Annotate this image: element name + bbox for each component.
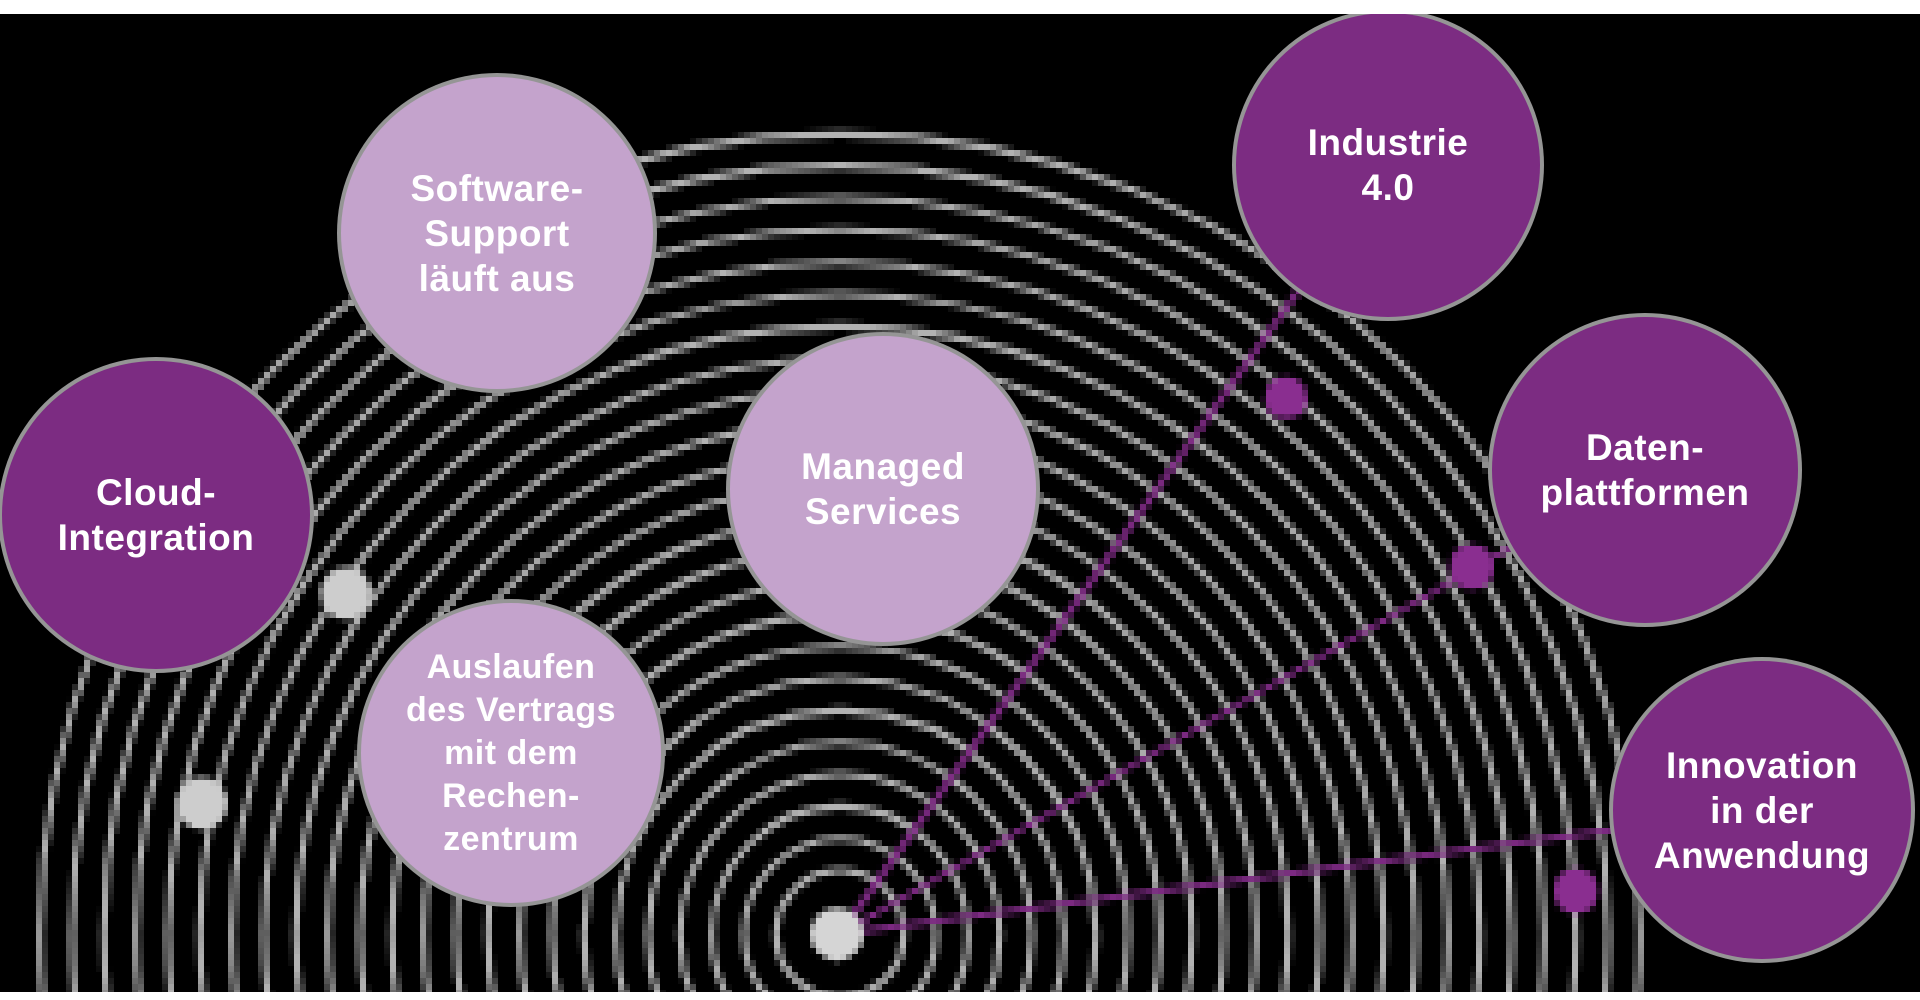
bubble-label-line: Software- — [410, 167, 584, 209]
top-white-band — [0, 0, 1920, 14]
bubble-label-line: Integration — [57, 517, 255, 558]
bubble-label-line: Services — [804, 491, 962, 532]
bubble-label-line: in der — [1710, 789, 1814, 831]
bubble-label-line: mit dem — [444, 733, 578, 772]
bubble-label-line: des Vertrags — [405, 690, 617, 729]
bubble-label-line: Support — [424, 212, 570, 254]
bubble-label-line: Daten- — [1585, 427, 1705, 468]
bottom-white-band — [0, 992, 1920, 1000]
bubble-cloud: Cloud-Integration — [2, 361, 310, 669]
bubble-label-line: Anwendung — [1653, 834, 1871, 876]
bubble-label-line: plattformen — [1540, 472, 1750, 513]
bubble-label-line: Cloud- — [95, 472, 217, 513]
bubble-label-line: Managed — [801, 446, 965, 487]
bubble-label-line: 4.0 — [1361, 167, 1415, 208]
bubble-label-line: Innovation — [1665, 744, 1859, 786]
bubble-label-line: Auslaufen — [426, 647, 596, 686]
bubble-label-line: läuft aus — [418, 257, 576, 299]
bubble-label-line: Industrie — [1307, 122, 1469, 163]
bubble-label-line: zentrum — [443, 819, 579, 858]
bubble-daten: Daten-plattformen — [1492, 317, 1798, 623]
bubble-label-line: Rechen- — [442, 776, 580, 815]
